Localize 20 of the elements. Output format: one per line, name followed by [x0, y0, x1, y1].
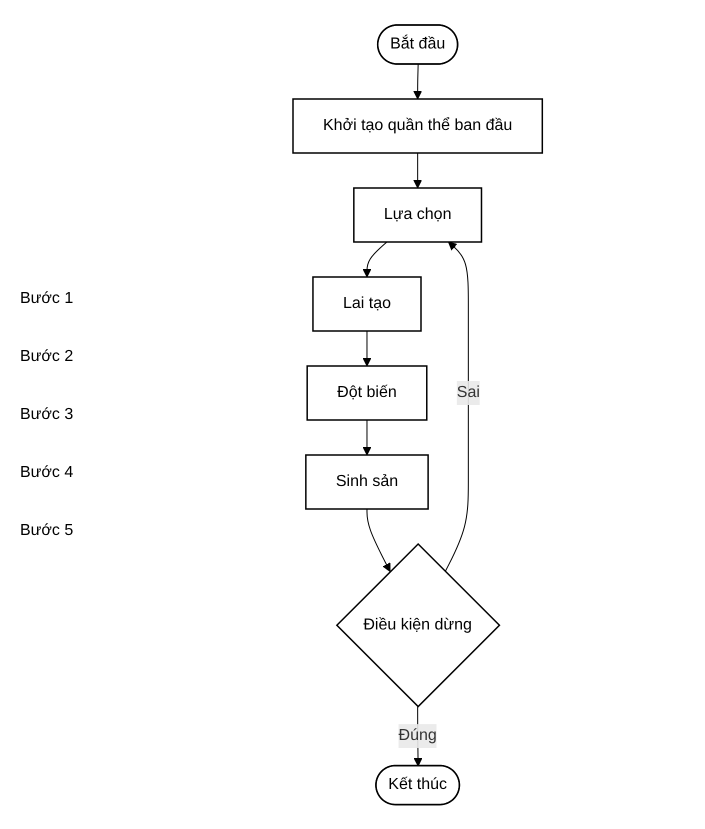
arrow [362, 330, 372, 366]
arrow [413, 152, 422, 188]
arrow [444, 241, 469, 572]
node-diamond: Điều kiện dừng [336, 542, 500, 708]
arrow [362, 419, 372, 456]
step-label: Bước 2 [20, 348, 74, 366]
node-box: Khởi tạo quần thể ban đầu [292, 98, 543, 154]
step-label: Bước 3 [20, 406, 74, 424]
node-box: Lựa chọn [352, 186, 482, 242]
step-label: Bước 4 [20, 464, 74, 482]
step-label: Bước 1 [20, 290, 74, 308]
arrow [413, 64, 422, 100]
node-box: Lai tạo [312, 276, 422, 332]
step-label: Bước 5 [20, 522, 74, 540]
edge-label: Đúng [398, 726, 437, 744]
node-box: Đột biến [306, 364, 428, 420]
edge-label: Sai [456, 384, 480, 401]
arrow [362, 241, 388, 278]
arrow [366, 508, 390, 572]
node-box: Sinh sản [304, 454, 429, 510]
